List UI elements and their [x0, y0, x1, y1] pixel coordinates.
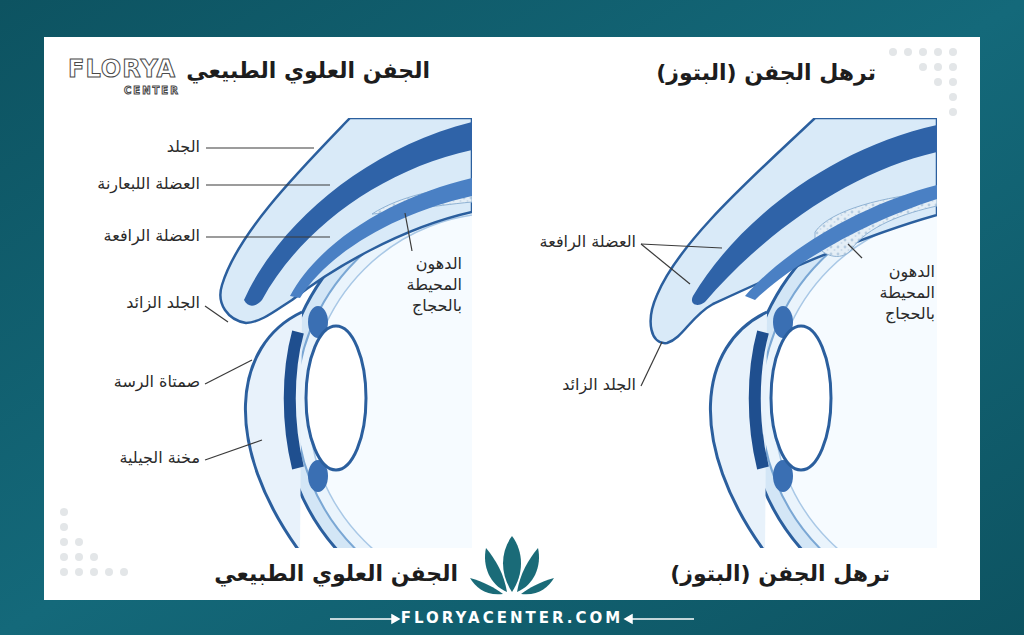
dot [75, 553, 83, 561]
leader-line [205, 440, 262, 460]
dot [60, 523, 68, 531]
dot [75, 568, 83, 576]
logo-leaf [521, 578, 554, 594]
caption: ترهل الجفن (البتوز) [670, 560, 890, 589]
cornea [710, 312, 767, 548]
leader-line [206, 184, 330, 185]
leader-line [641, 342, 662, 386]
dot [919, 48, 927, 56]
part-label: مخنة الجيلية [119, 448, 200, 469]
dot [934, 78, 942, 86]
lens [306, 326, 366, 470]
dot [75, 538, 83, 546]
dot [949, 93, 957, 101]
part-label: الدهون المحيطة بالحجاج [845, 262, 935, 324]
leader-line [205, 360, 252, 384]
footer-arrowhead [625, 615, 632, 623]
watermark: FLORYA [68, 54, 176, 85]
part-label: الدهون المحيطة بالحجاج [372, 254, 462, 316]
iris [290, 332, 298, 468]
dot [60, 508, 68, 516]
eyelid-skin [220, 118, 472, 323]
logo-leaf [470, 578, 503, 594]
leader-line [405, 213, 412, 251]
dot [949, 48, 957, 56]
caption: الجفن العلوي الطبيعي [214, 560, 458, 589]
dot [934, 48, 942, 56]
website-url: FLORYACENTER.COM [401, 609, 623, 629]
dot [120, 568, 128, 576]
part-label: الجلد الزائد [126, 293, 200, 314]
dot [90, 568, 98, 576]
leader-line [848, 244, 862, 258]
panel-title: ترهل الجفن (البتوز) [656, 59, 876, 88]
ptosis-figure [651, 118, 1024, 623]
dot [919, 63, 927, 71]
part-label: العضلة الرافعة [540, 232, 636, 253]
dot [934, 63, 942, 71]
dot [889, 48, 897, 56]
dot [105, 568, 113, 576]
dot [60, 553, 68, 561]
dot [949, 108, 957, 116]
footer-arrowhead [392, 615, 399, 623]
cornea [245, 312, 302, 548]
levator-muscle [745, 185, 937, 300]
part-label: الجلد الزائد [562, 375, 636, 396]
part-label: صمتاة الرسة [114, 372, 200, 393]
leader-line [641, 244, 722, 248]
leader-line [206, 236, 330, 237]
iris [755, 332, 763, 468]
leader-lines [205, 148, 862, 460]
part-label: الجلد [167, 137, 200, 158]
dot [90, 553, 98, 561]
leader-line [641, 244, 690, 284]
panel-title: الجفن العلوي الطبيعي [186, 57, 430, 86]
dot [60, 568, 68, 576]
part-label: العضلة اللبعارنة [97, 174, 200, 195]
part-label: العضلة الرافعة [104, 226, 200, 247]
watermark: CENTER [124, 84, 180, 97]
dot [60, 538, 68, 546]
drooping-eyelid-skin [651, 118, 937, 343]
footer-line [632, 618, 694, 620]
dot [949, 63, 957, 71]
normal-eyelid-figure [220, 118, 472, 548]
leader-line [206, 147, 314, 148]
logo [470, 536, 554, 594]
leader-line [205, 306, 228, 322]
dot [949, 78, 957, 86]
footer-line [330, 618, 392, 620]
dot [904, 48, 912, 56]
lens [771, 326, 831, 470]
ptosis-eye [651, 118, 937, 548]
logo-leaf [503, 536, 521, 592]
